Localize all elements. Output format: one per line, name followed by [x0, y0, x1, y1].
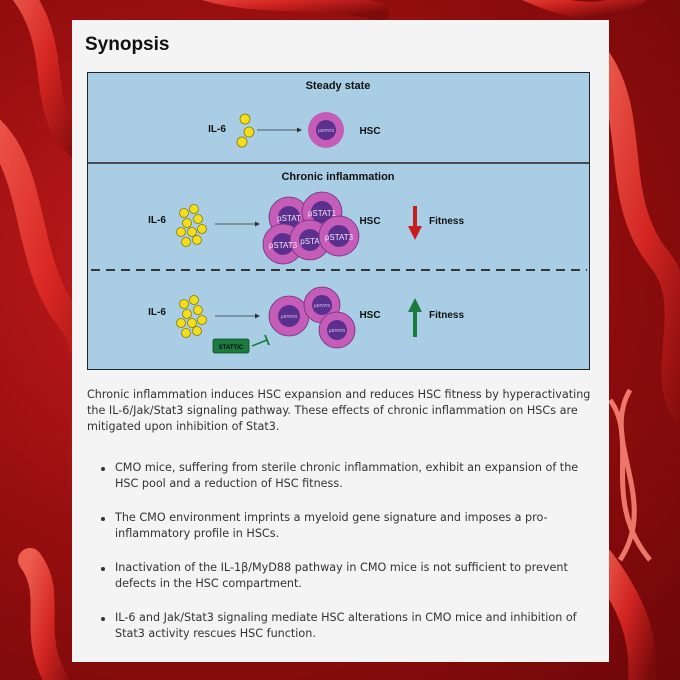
- fitness-label-middle: Fitness: [429, 216, 464, 227]
- stattic-inhibitor: STATTIC: [212, 334, 270, 354]
- svg-text:STATTIC: STATTIC: [219, 345, 244, 351]
- il6-label-bottom: IL-6: [148, 307, 166, 318]
- svg-text:pSTAT3: pSTAT3: [281, 314, 297, 319]
- pathway-diagram: Steady state IL-6 pSTAT3 HSC Chronic inf…: [87, 72, 590, 370]
- list-item: Inactivation of the IL-1β/MyD88 pathway …: [87, 560, 602, 592]
- svg-text:pSTAT3: pSTAT3: [318, 128, 334, 133]
- il6-molecules-bottom: [176, 295, 207, 338]
- svg-text:pSTA: pSTA: [300, 237, 320, 246]
- il6-label-top: IL-6: [208, 124, 226, 135]
- svg-text:pSTAT: pSTAT: [277, 214, 301, 223]
- page-title: Synopsis: [85, 34, 170, 55]
- svg-text:pSTAT3: pSTAT3: [269, 241, 298, 250]
- graphical-abstract-figure: Steady state IL-6 pSTAT3 HSC Chronic inf…: [87, 72, 590, 370]
- list-item: CMO mice, suffering from sterile chronic…: [87, 460, 602, 492]
- list-item: The CMO environment imprints a myeloid g…: [87, 510, 602, 542]
- fitness-label-bottom: Fitness: [429, 310, 464, 321]
- findings-list: CMO mice, suffering from sterile chronic…: [87, 460, 602, 660]
- il6-molecules-top: [236, 113, 255, 148]
- il6-label-middle: IL-6: [148, 215, 166, 226]
- synopsis-card: Synopsis Steady state IL-6 pSTAT3 HSC: [72, 20, 609, 662]
- panel-title-chronic-inflammation: Chronic inflammation: [281, 171, 394, 183]
- hsc-label-bottom: HSC: [359, 310, 380, 321]
- svg-text:pSTAT1: pSTAT1: [308, 209, 337, 218]
- fitness-down-arrow-icon: [408, 206, 422, 240]
- svg-text:pSTAT3: pSTAT3: [314, 303, 330, 308]
- fitness-up-arrow-icon: [408, 298, 422, 337]
- il6-molecules-middle: [176, 204, 207, 247]
- hsc-cells-rescued: pSTAT3 pSTAT3 pSTAT3: [268, 286, 356, 349]
- intro-paragraph: Chronic inflammation induces HSC expansi…: [87, 388, 591, 433]
- panel-title-steady-state: Steady state: [306, 80, 371, 92]
- hsc-cell-top: pSTAT3: [308, 112, 344, 148]
- hsc-cells-expanded: pSTAT pSTAT1 pSTAT3 pSTA pSTAT3: [262, 191, 360, 265]
- hsc-label-middle: HSC: [359, 216, 380, 227]
- list-item: IL-6 and Jak/Stat3 signaling mediate HSC…: [87, 610, 602, 642]
- svg-text:pSTAT3: pSTAT3: [325, 233, 354, 242]
- svg-text:pSTAT3: pSTAT3: [329, 328, 345, 333]
- hsc-label-top: HSC: [359, 126, 380, 137]
